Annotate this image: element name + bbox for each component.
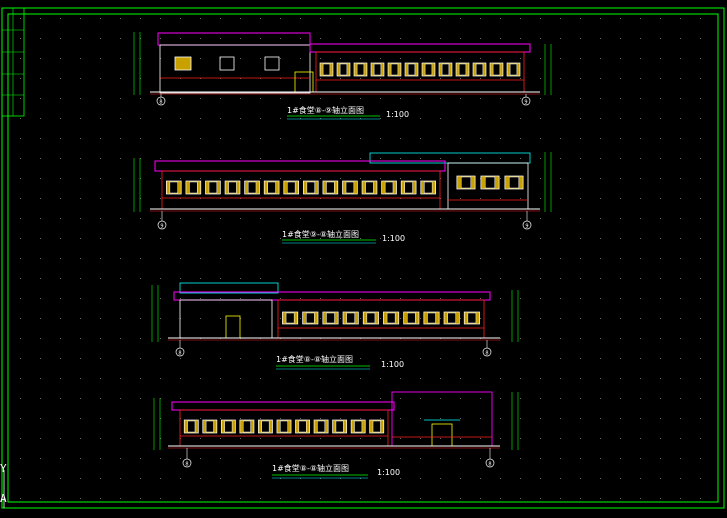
elevation-1-drawing: 8 9	[133, 32, 552, 106]
elevation-4-drawing: 8 8	[153, 391, 519, 468]
elevation-2-title: 1#食堂⑨-⑧轴立面图	[282, 229, 359, 239]
ucs-x-label: A	[0, 492, 7, 505]
svg-text:8: 8	[488, 462, 491, 468]
svg-text:8: 8	[485, 351, 488, 357]
elevation-4-title: 1#食堂⑧-⑧轴立面图	[272, 463, 349, 473]
elevation-1-scale: 1:100	[386, 110, 409, 119]
elevation-4[interactable]: 8 8 1#食堂⑧-⑧轴立面图 1:100	[153, 391, 519, 479]
svg-text:8: 8	[159, 100, 162, 106]
elevation-2-scale: 1:100	[382, 234, 405, 243]
elevation-3-scale: 1:100	[381, 360, 404, 369]
svg-text:8: 8	[178, 351, 181, 357]
elevation-3-title: 1#食堂⑧-⑧轴立面图	[276, 354, 353, 364]
ucs-y-label: Y	[0, 462, 7, 475]
drawing-frame	[1, 7, 725, 509]
ucs-icon: Y A	[0, 462, 7, 508]
svg-text:8: 8	[185, 462, 188, 468]
elevation-1[interactable]: 8 9 1#食堂⑧-⑨轴立面图 1:100	[133, 32, 552, 120]
elevation-4-scale: 1:100	[377, 468, 400, 477]
elevation-3[interactable]: 8 8 1#食堂⑧-⑧轴立面图 1:100	[151, 282, 519, 370]
svg-text:9: 9	[524, 100, 527, 106]
svg-text:9: 9	[525, 224, 528, 230]
elevation-2[interactable]: 9 9 1#食堂⑨-⑧轴立面图 1:100	[133, 152, 552, 244]
snap-grid	[20, 18, 701, 499]
elevation-2-drawing: 9 9	[133, 152, 552, 230]
elevation-3-drawing: 8 8	[151, 282, 519, 357]
svg-text:9: 9	[160, 224, 163, 230]
elevation-1-title: 1#食堂⑧-⑨轴立面图	[287, 105, 364, 115]
